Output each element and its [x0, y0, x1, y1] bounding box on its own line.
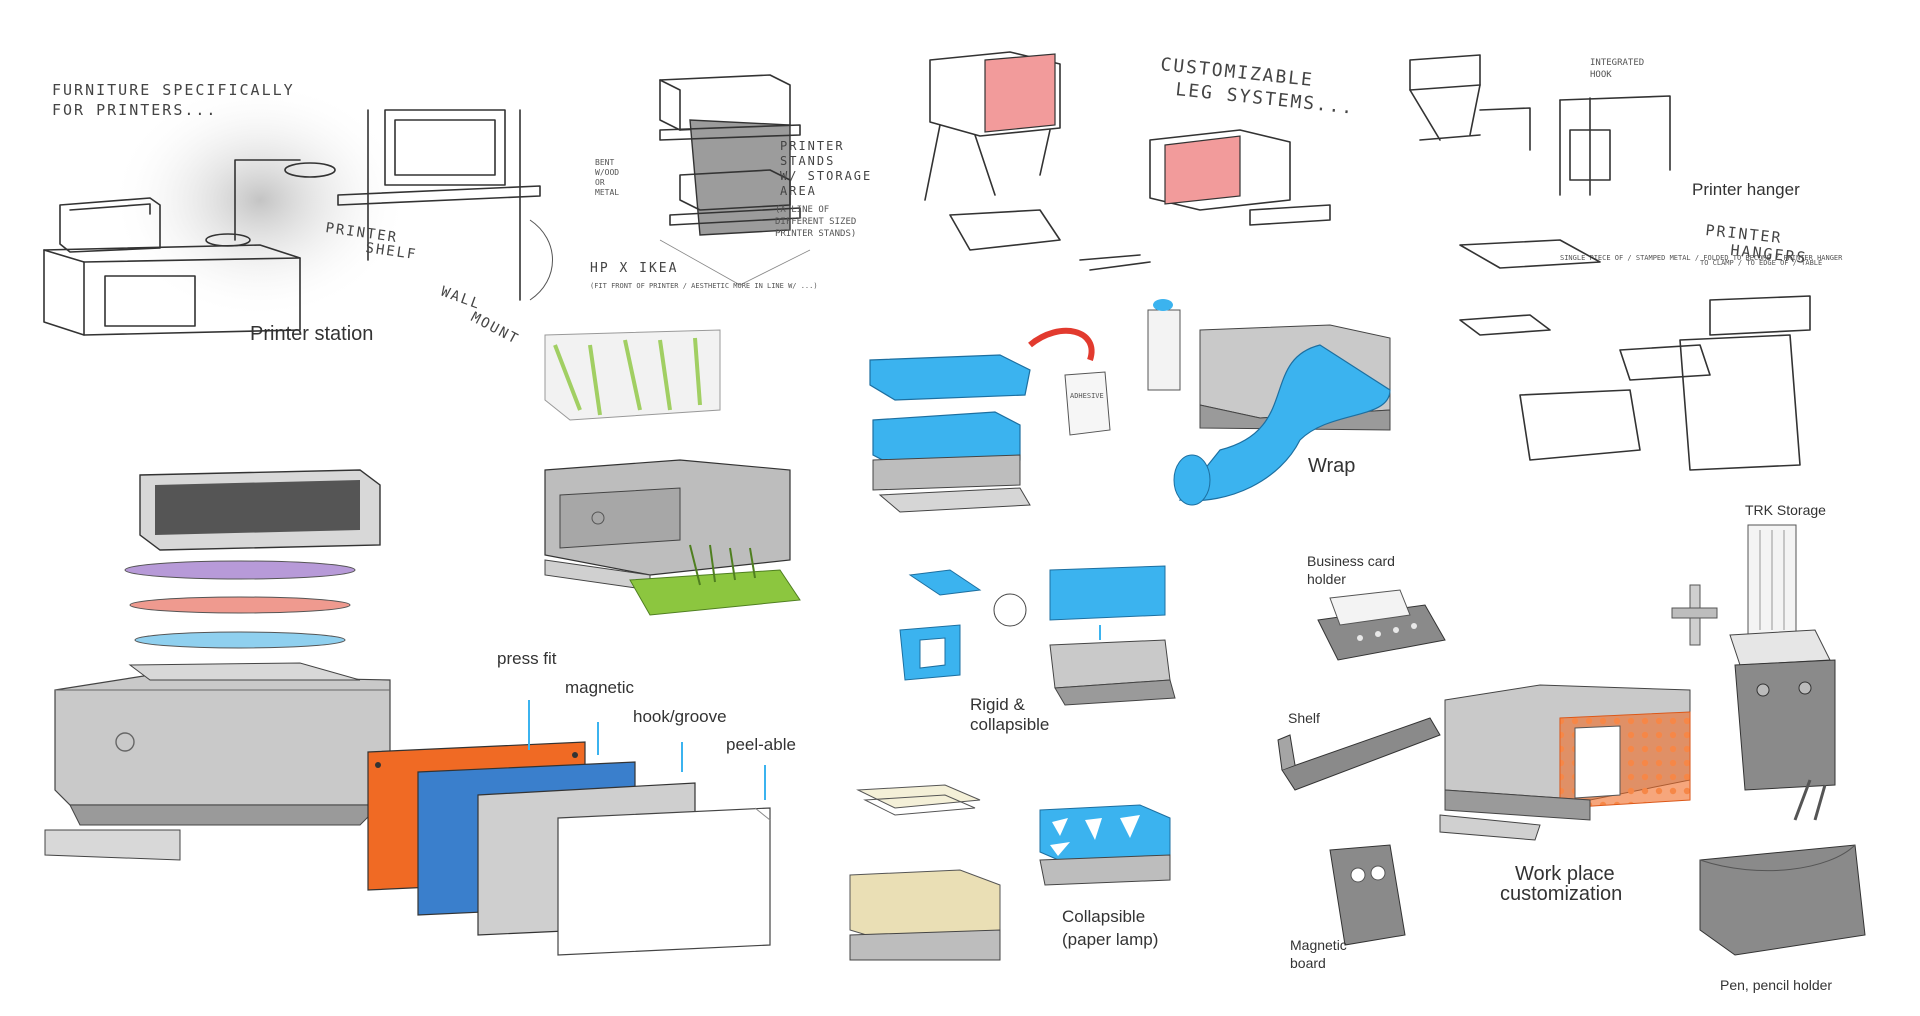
magnetic-board-label-2: board [1290, 955, 1326, 971]
blue-tray-sketch: ADHESIVE [869, 327, 1111, 513]
stands-note-6: DIFFERENT SIZED [775, 217, 856, 227]
adhesive-jar-label: ADHESIVE [1070, 392, 1104, 400]
business-card-holder-sketch: Business card holder [1307, 553, 1446, 661]
stands-note-1: PRINTER [780, 139, 845, 153]
printer-station-label: Printer station [250, 323, 373, 345]
grass-stand-sketch [544, 329, 801, 616]
magnetic-board-sketch: Magnetic board [1290, 844, 1406, 971]
stands-note-4: AREA [780, 184, 817, 198]
wrap-sketch: Wrap [1147, 299, 1391, 506]
trk-storage-sketch: TRK Storage [1671, 502, 1836, 791]
hp-ikea-note: HP X IKEA [590, 261, 678, 276]
pen-holder-label: Pen, pencil holder [1720, 977, 1832, 993]
leg-systems-sketch: CUSTOMIZABLE LEG SYSTEMS... [924, 51, 1355, 271]
collapsible-label-2: (paper lamp) [1062, 930, 1158, 949]
wall-mount-note-1: WALL [439, 284, 484, 313]
hp-ikea-subnote: (FIT FRONT OF PRINTER / AESTHETIC MORE I… [590, 282, 818, 290]
trk-storage-label: TRK Storage [1745, 502, 1826, 518]
hook-groove-label: hook/groove [633, 707, 727, 726]
rigid-label-1: Rigid & [970, 695, 1025, 714]
wall-mount-note-2: MOUNT [468, 309, 522, 348]
bent-note-3: OR [595, 178, 605, 187]
collapsible-label-1: Collapsible [1062, 907, 1145, 926]
wrap-label: Wrap [1308, 455, 1355, 477]
press-fit-label: press fit [497, 649, 557, 668]
stands-note-2: STANDS [780, 154, 835, 168]
printer-hanger-sketch: INTEGRATED HOOK Printer hanger PRINTER H… [1409, 54, 1843, 471]
workplace-label-1: Work place [1515, 863, 1615, 885]
rigid-collapsible-sketch: Rigid & collapsible [899, 565, 1176, 734]
single-fold-note: SINGLE PIECE OF / STAMPED METAL / FOLDED… [1560, 254, 1843, 262]
bent-note-4: METAL [595, 188, 619, 197]
shelf-label: Shelf [1288, 710, 1320, 726]
printer-station-sketch: FURNITURE SPECIFICALLY FOR PRINTERS... P… [43, 80, 553, 348]
stands-note-7: PRINTER STANDS) [775, 229, 856, 239]
printer-hanger-label: Printer hanger [1692, 180, 1800, 199]
bent-note-1: BENT [595, 158, 614, 167]
business-card-label-2: holder [1307, 571, 1346, 587]
magnetic-board-label-1: Magnetic [1290, 937, 1347, 953]
furniture-note-line2: FOR PRINTERS... [52, 101, 217, 119]
magnetic-label: magnetic [565, 678, 634, 697]
bent-note-2: W/OOD [595, 168, 619, 177]
printer-stands-sketch: PRINTER STANDS W/ STORAGE AREA (A LINE O… [590, 74, 872, 290]
shelf-sketch: Shelf [1277, 710, 1441, 791]
integrated-hook-note-2: HOOK [1590, 70, 1612, 80]
stands-note-3: W/ STORAGE [780, 169, 872, 183]
business-card-label-1: Business card [1307, 553, 1395, 569]
attachment-panels: press fit magnetic hook/groove peel-able [367, 649, 796, 956]
paper-lamp-sketch: Collapsible (paper lamp) [849, 784, 1171, 961]
pen-holder-sketch: Pen, pencil holder [1699, 779, 1866, 993]
rigid-label-2: collapsible [970, 715, 1049, 734]
exploded-printer-sketch [44, 469, 391, 861]
peel-able-label: peel-able [726, 735, 796, 754]
printer-shelf-note-2: SHELF [364, 240, 418, 263]
furniture-note-line1: FURNITURE SPECIFICALLY [52, 81, 295, 99]
workplace-customization-sketch: Work place customization [1439, 684, 1691, 905]
clamp-note: TO CLAMP / TO EDGE OF / TABLE [1700, 259, 1822, 267]
integrated-hook-note-1: INTEGRATED [1590, 58, 1644, 68]
stands-note-5: (A LINE OF [775, 205, 829, 215]
workplace-label-2: customization [1500, 883, 1622, 905]
